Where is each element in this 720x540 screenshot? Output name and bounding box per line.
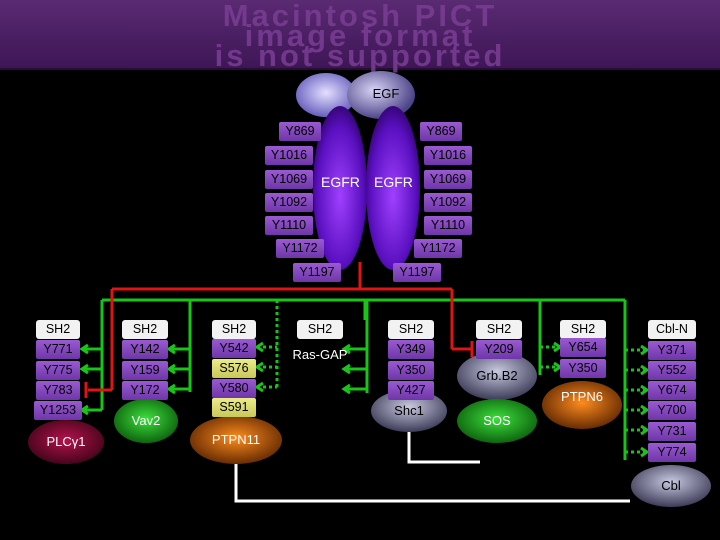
plcg1-site: Y783 bbox=[36, 381, 80, 400]
plcg1-site: Y1253 bbox=[34, 401, 82, 420]
vav2-blob bbox=[114, 399, 178, 443]
cbl-blob bbox=[631, 465, 711, 507]
plcg1-name-greek: γ bbox=[71, 434, 79, 449]
egf-label: EGF bbox=[372, 86, 400, 101]
egfr-right-site: Y1197 bbox=[393, 263, 441, 282]
vav2-name: Vav2 bbox=[131, 413, 161, 428]
shc1-site: Y349 bbox=[388, 340, 434, 359]
plcg1-sh2-box: SH2 bbox=[36, 320, 80, 339]
ptpn11-sh2-box: SH2 bbox=[212, 320, 256, 339]
egf-ligand-blob-left bbox=[296, 73, 356, 117]
shc1-site: Y427 bbox=[388, 381, 434, 400]
plcg1-name-suffix: 1 bbox=[78, 434, 86, 449]
cbl-site: Y700 bbox=[648, 401, 696, 420]
inhibition-pathways bbox=[84, 262, 474, 398]
cbl-site: Y371 bbox=[648, 341, 696, 360]
cbl-site: Y774 bbox=[648, 443, 696, 462]
sos-name: SOS bbox=[483, 413, 511, 428]
pict-placeholder-banner: Macintosh PICT image format is not suppo… bbox=[0, 0, 720, 73]
egfr-right-site: Y1092 bbox=[424, 193, 472, 212]
ptpn11-site: Y542 bbox=[212, 339, 256, 358]
rasgap-name: Ras-GAP bbox=[292, 347, 348, 362]
egfr-left-site: Y1110 bbox=[265, 216, 313, 235]
egfr-left-site: Y1172 bbox=[276, 239, 324, 258]
ptpn6-name: PTPN6 bbox=[561, 389, 603, 404]
ptpn6-site: Y350 bbox=[560, 359, 606, 378]
egfr-right-site: Y1016 bbox=[424, 146, 472, 165]
egfr-left-site: Y869 bbox=[279, 122, 321, 141]
vav2-site: Y172 bbox=[122, 381, 168, 400]
shc1-site: Y350 bbox=[388, 361, 434, 380]
egf-ligand-blob-right bbox=[347, 71, 415, 119]
egfr-body-left bbox=[313, 106, 367, 270]
ptpn6-site: Y654 bbox=[560, 338, 606, 357]
ptpn11-site: S576 bbox=[212, 359, 256, 378]
grb2-name: Grb.B2 bbox=[476, 368, 518, 383]
plcg1-name-main: PLC bbox=[46, 434, 72, 449]
egfr-right-site: Y869 bbox=[420, 122, 462, 141]
ptpn11-site: S591 bbox=[212, 398, 256, 417]
egfr-left-site: Y1092 bbox=[265, 193, 313, 212]
ptpn11-site: Y580 bbox=[212, 379, 256, 398]
egfr-right-site: Y1172 bbox=[414, 239, 462, 258]
cbl-site: Y552 bbox=[648, 361, 696, 380]
ptpn11-blob bbox=[190, 416, 282, 464]
egfr-right-site: Y1110 bbox=[424, 216, 472, 235]
plcg1-name: PLCγ1 bbox=[36, 434, 96, 449]
pict-placeholder-line-2: image format bbox=[244, 18, 476, 53]
ptpn6-sh2-box: SH2 bbox=[560, 320, 606, 339]
pict-placeholder-line-1: Macintosh PICT bbox=[222, 0, 498, 33]
egfr-label-left: EGFR bbox=[321, 174, 360, 190]
pict-placeholder-line-3: is not supported bbox=[214, 38, 506, 73]
cbl-header-box: Cbl-N bbox=[648, 320, 696, 339]
activation-dotted-ticks bbox=[257, 345, 647, 454]
shc1-sh2-box: SH2 bbox=[388, 320, 434, 339]
ptpn6-blob bbox=[542, 381, 622, 429]
sos-blob bbox=[457, 399, 537, 443]
vav2-sh2-box: SH2 bbox=[122, 320, 168, 339]
plcg1-blob bbox=[28, 420, 104, 464]
grb2-sh2-box: SH2 bbox=[476, 320, 522, 339]
egfr-left-site: Y1016 bbox=[265, 146, 313, 165]
plcg1-site: Y775 bbox=[36, 361, 80, 380]
egfr-left-site: Y1197 bbox=[293, 263, 341, 282]
connector-lines bbox=[234, 432, 630, 503]
grb2-site: Y209 bbox=[476, 340, 522, 359]
vav2-site: Y142 bbox=[122, 340, 168, 359]
grb2-blob bbox=[457, 352, 537, 400]
egfr-body-right bbox=[366, 106, 420, 270]
cbl-site: Y731 bbox=[648, 422, 696, 441]
egfr-label-right: EGFR bbox=[374, 174, 413, 190]
activation-arrow-ticks bbox=[79, 343, 367, 416]
shc1-blob bbox=[371, 390, 447, 432]
shc1-name: Shc1 bbox=[394, 403, 424, 418]
egfr-right-site: Y1069 bbox=[424, 170, 472, 189]
cbl-name: Cbl bbox=[661, 478, 681, 493]
activation-pathways bbox=[100, 298, 627, 460]
vav2-site: Y159 bbox=[122, 361, 168, 380]
plcg1-site: Y771 bbox=[36, 340, 80, 359]
rasgap-sh2-box: SH2 bbox=[297, 320, 343, 339]
cbl-site: Y674 bbox=[648, 381, 696, 400]
egfr-left-site: Y1069 bbox=[265, 170, 313, 189]
ptpn11-name: PTPN11 bbox=[211, 432, 261, 447]
